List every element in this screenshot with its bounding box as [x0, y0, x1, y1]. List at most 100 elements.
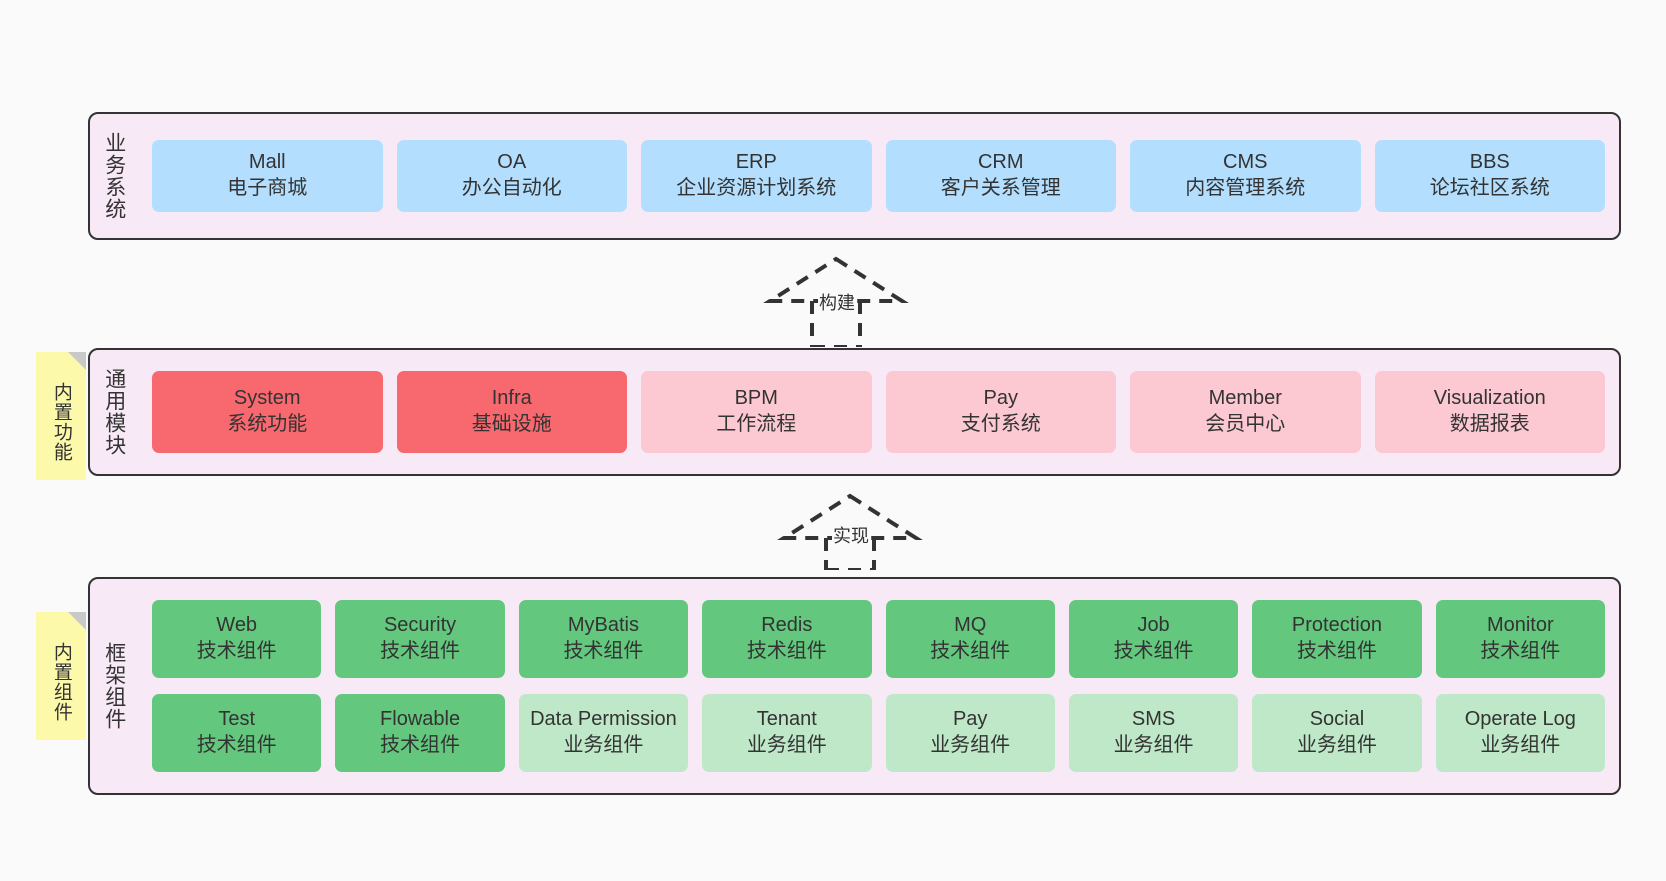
node-subtitle: 技术组件 [196, 640, 277, 662]
node-social[interactable]: Social 业务组件 [1252, 694, 1422, 772]
node-pay[interactable]: Pay 支付系统 [885, 371, 1116, 453]
node-subtitle: 业务组件 [1480, 734, 1561, 756]
node-subtitle: 业务组件 [563, 734, 644, 756]
node-title: System [233, 387, 301, 410]
node-subtitle: 论坛社区系统 [1429, 177, 1550, 199]
node-subtitle: 企业资源计划系统 [676, 177, 837, 199]
note-builtin-components: 内置组件 [36, 612, 86, 740]
node-title: Tenant [756, 708, 817, 731]
note-builtin-features-label: 内置功能 [50, 382, 72, 462]
connector-implement-label: 实现 [832, 522, 870, 548]
node-title: BPM [734, 387, 778, 410]
node-title: Social [1309, 708, 1365, 731]
node-subtitle: 基础设施 [471, 413, 552, 435]
node-subtitle: 技术组件 [380, 734, 461, 756]
node-title: Pay [983, 387, 1018, 410]
node-subtitle: 客户关系管理 [940, 177, 1061, 199]
node-row: Mall 电子商城 OA 办公自动化 ERP 企业资源计划系统 CRM 客户关系管理 CMS 内容… [152, 140, 1605, 212]
node-title: MyBatis [567, 614, 639, 637]
node-web[interactable]: Web 技术组件 [152, 600, 322, 678]
node-subtitle: 技术组件 [1480, 640, 1561, 662]
node-subtitle: 业务组件 [1113, 734, 1194, 756]
note-builtin-components-label: 内置组件 [50, 642, 72, 722]
node-sms[interactable]: SMS 业务组件 [1068, 694, 1239, 772]
node-subtitle: 技术组件 [1296, 640, 1377, 662]
node-member[interactable]: Member 会员中心 [1130, 371, 1361, 453]
node-mybatis[interactable]: MyBatis 技术组件 [518, 600, 689, 678]
node-subtitle: 内容管理系统 [1185, 177, 1306, 199]
node-subtitle: 电子商城 [227, 177, 308, 199]
node-subtitle: 技术组件 [196, 734, 277, 756]
node-subtitle: 系统功能 [227, 413, 308, 435]
node-subtitle: 业务组件 [1296, 734, 1377, 756]
node-crm[interactable]: CRM 客户关系管理 [885, 140, 1116, 212]
node-subtitle: 支付系统 [960, 413, 1041, 435]
node-title: Visualization [1433, 387, 1546, 410]
node-title: Redis [761, 614, 813, 637]
node-flowable[interactable]: Flowable 技术组件 [335, 694, 505, 772]
node-subtitle: 办公自动化 [461, 177, 562, 199]
node-test[interactable]: Test 技术组件 [152, 694, 322, 772]
node-data-permission[interactable]: Data Permission 业务组件 [518, 694, 689, 772]
node-title: ERP [735, 151, 777, 174]
layer-body-common-module: System 系统功能 Infra 基础设施 BPM 工作流程 Pay 支付系统 Member 会… [138, 350, 1619, 474]
node-job[interactable]: Job 技术组件 [1068, 600, 1239, 678]
node-title: CMS [1223, 151, 1268, 174]
node-subtitle: 业务组件 [930, 734, 1011, 756]
node-title: SMS [1131, 708, 1176, 731]
node-title: Pay [952, 708, 988, 731]
node-subtitle: 会员中心 [1205, 413, 1286, 435]
node-title: Infra [491, 387, 532, 410]
note-builtin-features: 内置功能 [36, 352, 86, 480]
node-title: CRM [977, 151, 1024, 174]
layer-common-module: 通用模块 System 系统功能 Infra 基础设施 BPM 工作流程 Pay 支付系统 Me… [88, 348, 1621, 476]
node-title: BBS [1469, 151, 1510, 174]
node-title: Data Permission [530, 708, 677, 731]
node-erp[interactable]: ERP 企业资源计划系统 [641, 140, 872, 212]
node-pay[interactable]: Pay 业务组件 [885, 694, 1055, 772]
node-oa[interactable]: OA 办公自动化 [396, 140, 627, 212]
node-system[interactable]: System 系统功能 [152, 371, 383, 453]
node-title: Web [216, 614, 258, 637]
node-title: Job [1137, 614, 1170, 637]
node-title: OA [497, 151, 527, 174]
node-cms[interactable]: CMS 内容管理系统 [1130, 140, 1361, 212]
node-title: Test [218, 708, 256, 731]
node-title: MQ [954, 614, 987, 637]
layer-framework-component: 框架组件 Web 技术组件 Security 技术组件 MyBatis 技术组件 Redis… [88, 577, 1621, 795]
node-title: Security [383, 614, 457, 637]
connector-implement: 实现 [770, 492, 930, 572]
layer-title-business-system: 业务系统 [102, 132, 126, 220]
node-mq[interactable]: MQ 技术组件 [885, 600, 1055, 678]
node-subtitle: 技术组件 [380, 640, 461, 662]
node-subtitle: 技术组件 [1113, 640, 1194, 662]
node-tenant[interactable]: Tenant 业务组件 [702, 694, 872, 772]
node-protection[interactable]: Protection 技术组件 [1252, 600, 1422, 678]
node-infra[interactable]: Infra 基础设施 [396, 371, 627, 453]
layer-business-system: 业务系统 Mall 电子商城 OA 办公自动化 ERP 企业资源计划系统 CRM 客户关系管理… [88, 112, 1621, 240]
layer-body-business-system: Mall 电子商城 OA 办公自动化 ERP 企业资源计划系统 CRM 客户关系管理 CMS 内容… [138, 114, 1619, 238]
node-subtitle: 技术组件 [563, 640, 644, 662]
connector-build-label: 构建 [818, 289, 856, 315]
layer-title-framework-component: 框架组件 [102, 642, 126, 730]
node-subtitle: 工作流程 [716, 413, 797, 435]
node-row: System 系统功能 Infra 基础设施 BPM 工作流程 Pay 支付系统 Member 会… [152, 371, 1605, 453]
node-title: Operate Log [1464, 708, 1576, 731]
node-subtitle: 业务组件 [746, 734, 827, 756]
node-title: Protection [1291, 614, 1382, 637]
node-title: Member [1208, 387, 1282, 410]
node-bpm[interactable]: BPM 工作流程 [641, 371, 872, 453]
layer-title-common-module: 通用模块 [102, 368, 126, 456]
node-bbs[interactable]: BBS 论坛社区系统 [1374, 140, 1605, 212]
node-security[interactable]: Security 技术组件 [335, 600, 505, 678]
node-title: Mall [248, 151, 286, 174]
node-title: Flowable [380, 708, 461, 731]
node-subtitle: 技术组件 [930, 640, 1011, 662]
node-operate-log[interactable]: Operate Log 业务组件 [1435, 694, 1605, 772]
node-mall[interactable]: Mall 电子商城 [152, 140, 383, 212]
